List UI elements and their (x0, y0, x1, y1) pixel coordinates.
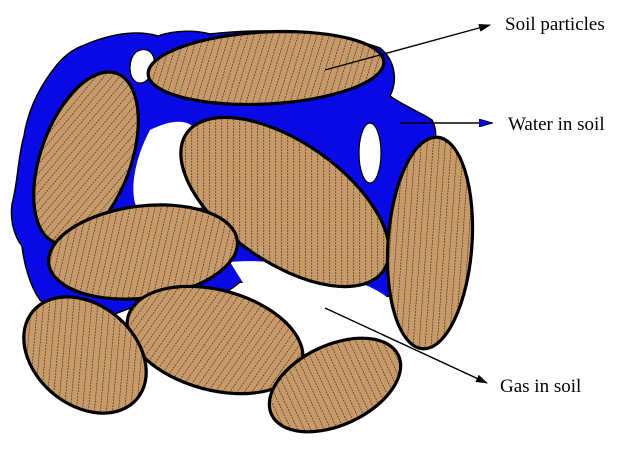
label-gas-in-soil: Gas in soil (500, 376, 581, 397)
label-soil-particles: Soil particles (505, 14, 605, 35)
gas-void-right (359, 123, 381, 183)
label-water-in-soil: Water in soil (508, 114, 605, 135)
